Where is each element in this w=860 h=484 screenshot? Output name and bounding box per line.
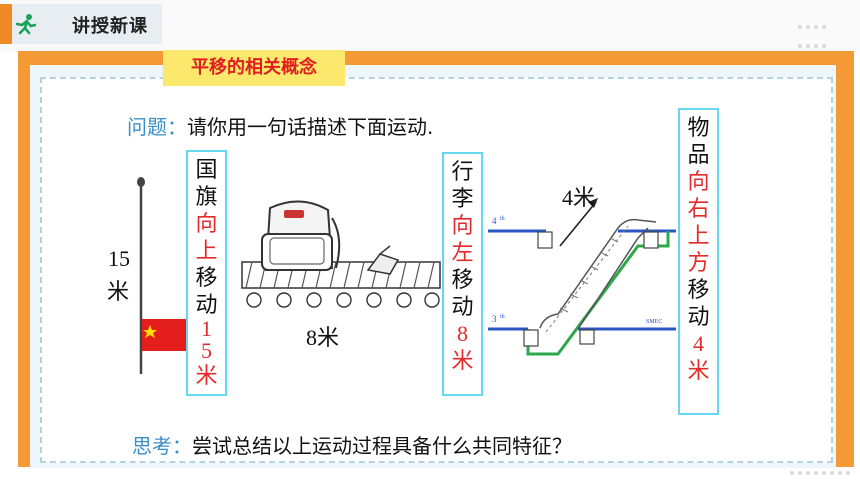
badge-accent bbox=[0, 4, 12, 44]
section-title: 讲授新课 bbox=[72, 16, 148, 37]
luggage-char: 动 bbox=[451, 294, 474, 319]
luggage-char: 移 bbox=[451, 267, 474, 292]
luggage-char: 向 bbox=[451, 213, 474, 238]
escalator-description-box: 物 品 向 右 上 方 移 动 4 米 bbox=[678, 108, 719, 415]
luggage-char: 行 bbox=[451, 159, 474, 184]
think-line: 思考：尝试总结以上运动过程具备什么共同特征？ bbox=[132, 430, 572, 459]
escalator-char: 物 bbox=[687, 115, 710, 140]
luggage-char: 米 bbox=[451, 348, 474, 373]
flag-char: 移 bbox=[195, 265, 218, 290]
backpack-icon bbox=[241, 200, 441, 308]
flag-icon bbox=[137, 177, 188, 374]
flag-char: 1 bbox=[201, 316, 212, 341]
flag-char: 旗 bbox=[195, 184, 218, 209]
floor-upper-number: 4 bbox=[492, 216, 497, 226]
flag-char: 米 bbox=[195, 363, 218, 388]
luggage-char: 8 bbox=[457, 321, 468, 346]
arrow-icon bbox=[559, 198, 598, 247]
escalator-char: 品 bbox=[687, 142, 710, 167]
concept-title: 平移的相关概念 bbox=[163, 50, 345, 86]
running-man-icon bbox=[15, 14, 36, 35]
luggage-char: 李 bbox=[451, 186, 474, 211]
think-label: 思考： bbox=[132, 434, 192, 458]
floor-lower-number: 3 bbox=[492, 314, 497, 324]
escalator-char: 上 bbox=[687, 223, 710, 248]
top-bar: 讲授新课 bbox=[0, 0, 860, 86]
escalator-char: 4 bbox=[693, 331, 704, 356]
escalator-char: 方 bbox=[687, 250, 710, 275]
section-badge: 讲授新课 bbox=[0, 4, 162, 44]
flag-description-box: 国 旗 向 上 移 动 1 5 米 bbox=[186, 150, 227, 396]
escalator-icon bbox=[488, 198, 676, 356]
think-text: 尝试总结以上运动过程具备什么共同特征？ bbox=[192, 434, 572, 458]
question-text: 请你用一句话描述下面运动. bbox=[187, 115, 434, 139]
escalator-distance: 4米 bbox=[562, 185, 596, 210]
flag-char: 国 bbox=[195, 157, 218, 182]
flag-char: 动 bbox=[195, 292, 218, 317]
question-label: 问题： bbox=[127, 115, 187, 139]
escalator-char: 动 bbox=[687, 304, 710, 329]
flag-char: 上 bbox=[195, 238, 218, 263]
escalator-sign: SMEC bbox=[646, 319, 663, 325]
luggage-description-box: 行 李 向 左 移 动 8 米 bbox=[442, 152, 483, 396]
flag-char: 向 bbox=[195, 211, 218, 236]
question-line: 问题：请你用一句话描述下面运动. bbox=[127, 111, 433, 140]
escalator-char: 向 bbox=[687, 169, 710, 194]
floor-lower-suffix: th bbox=[500, 314, 505, 320]
escalator-char: 米 bbox=[687, 358, 710, 383]
luggage-char: 左 bbox=[451, 240, 474, 265]
luggage-distance: 8米 bbox=[306, 325, 340, 350]
escalator-char: 移 bbox=[687, 277, 710, 302]
escalator-char: 右 bbox=[687, 196, 710, 221]
flag-height-number: 15 bbox=[108, 246, 130, 271]
flag-height-unit: 米 bbox=[107, 279, 130, 304]
decor-dots-bottom bbox=[790, 462, 854, 481]
floor-upper-suffix: th bbox=[500, 216, 505, 222]
flag-char: 5 bbox=[201, 338, 212, 363]
